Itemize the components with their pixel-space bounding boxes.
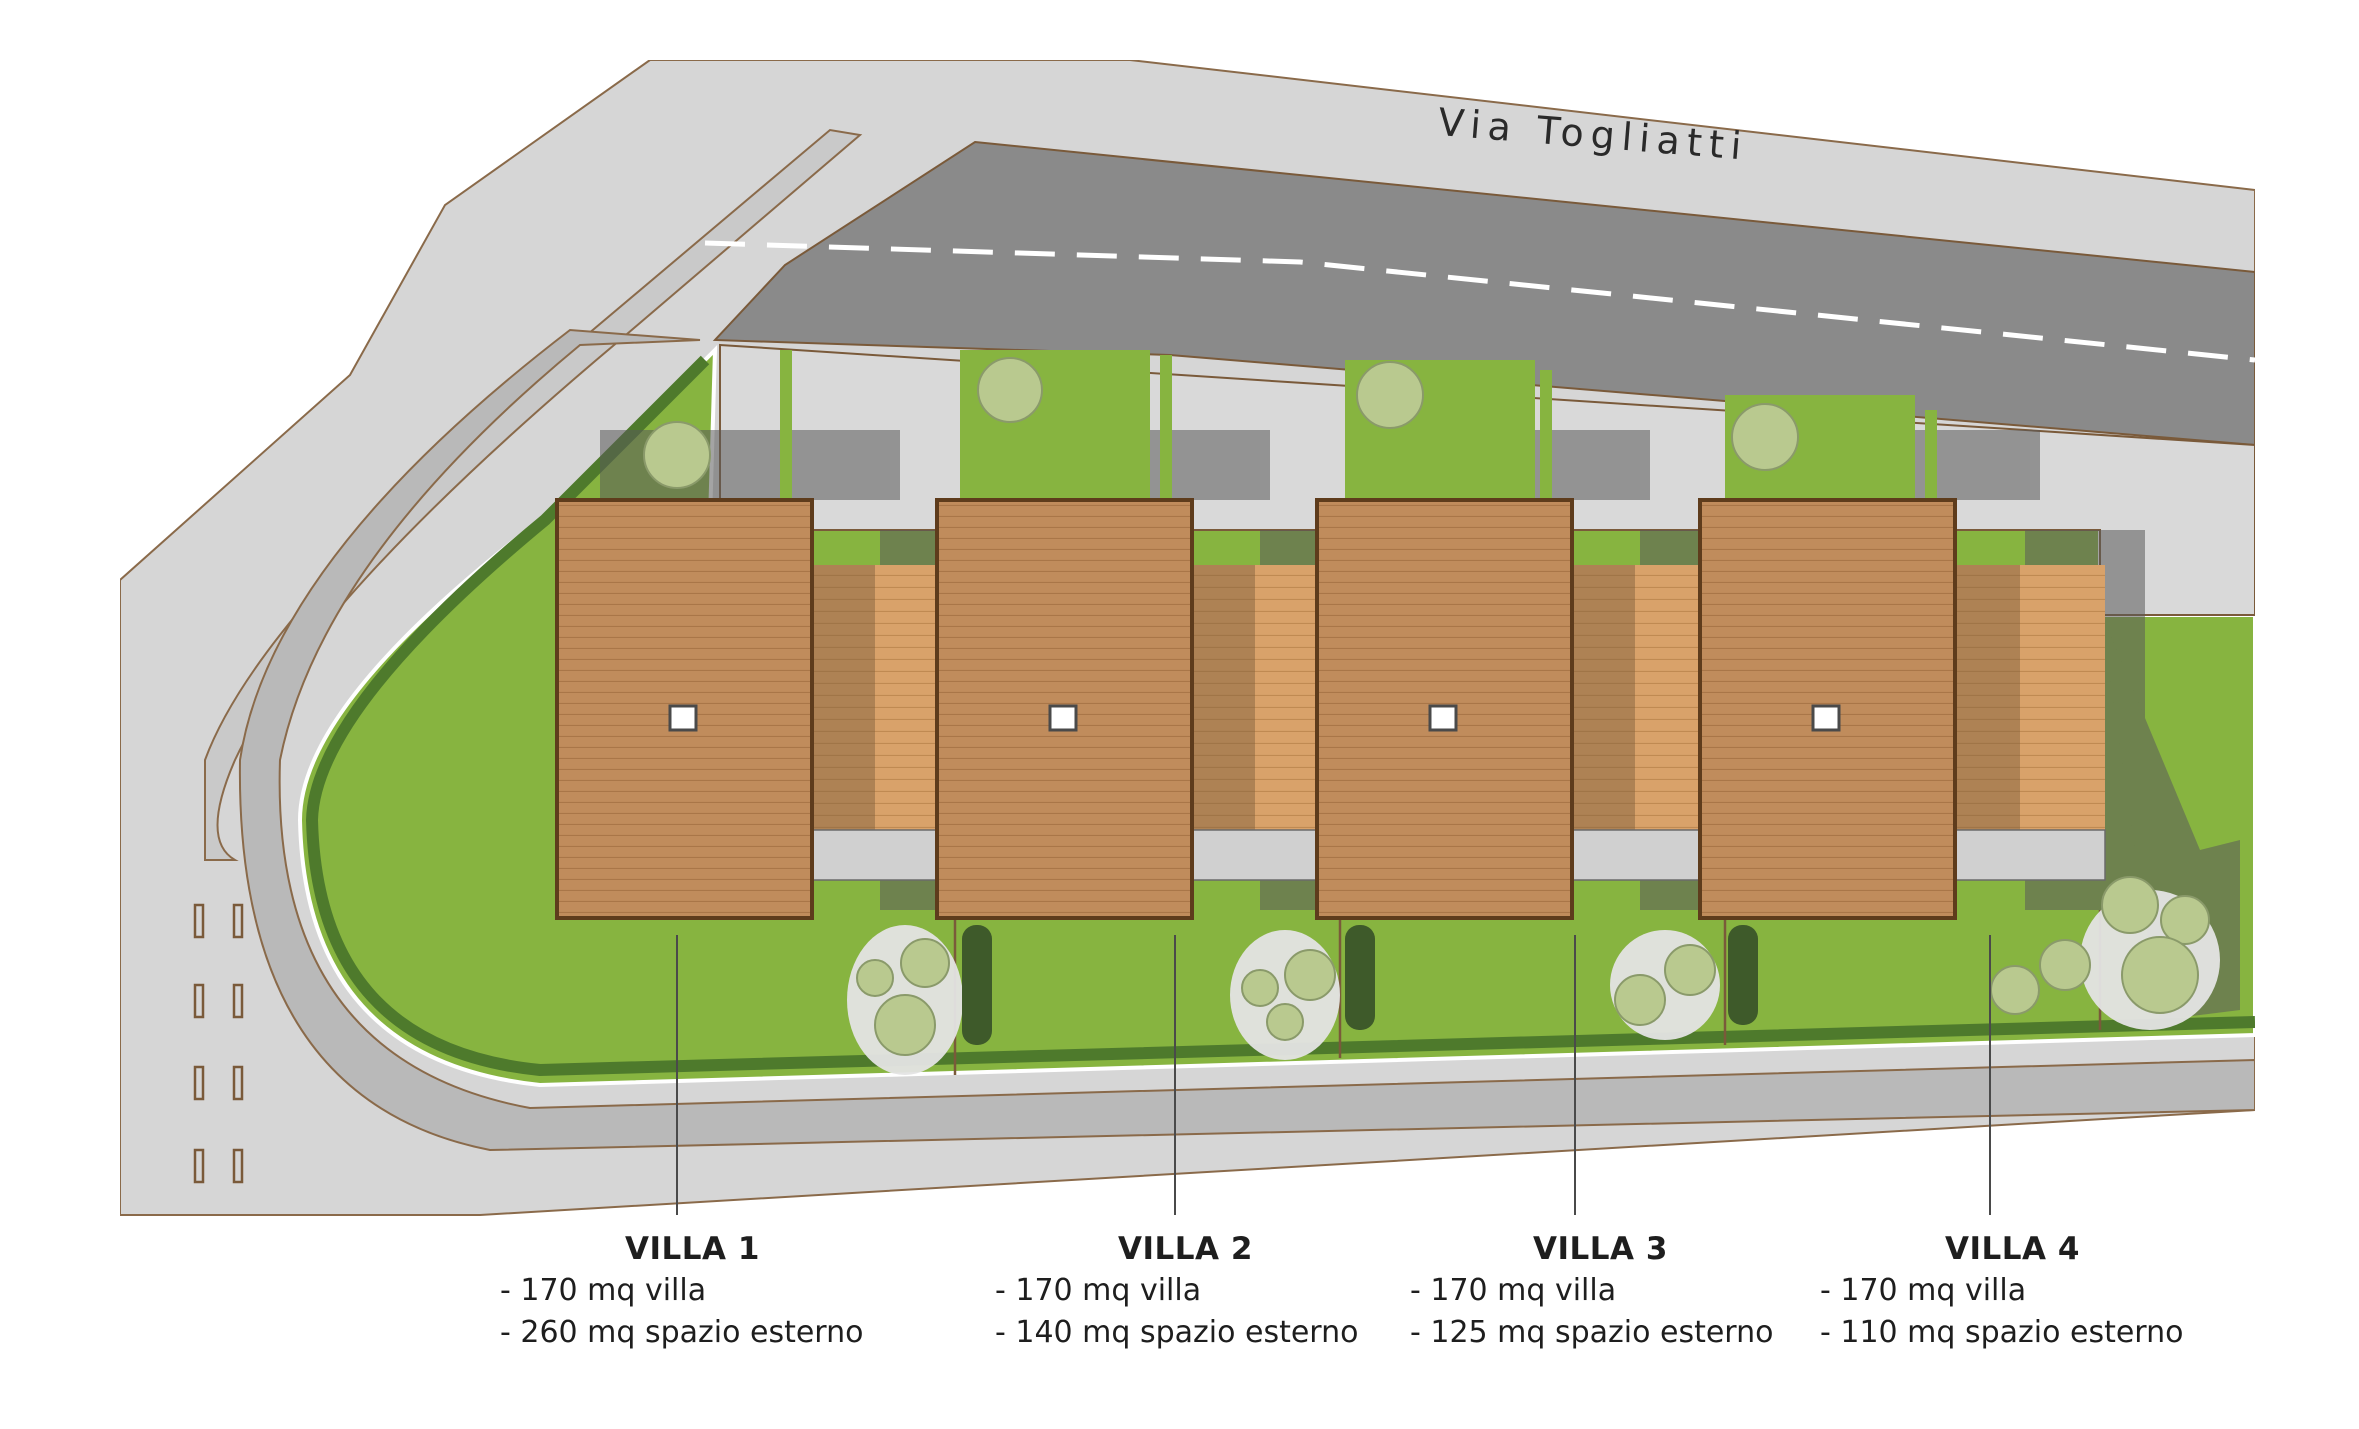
villa-1-title: VILLA 1	[625, 1231, 760, 1267]
villa-2-outdoor-area: - 140 mq spazio esterno	[995, 1315, 1359, 1350]
front-gardens	[780, 350, 1937, 500]
parking-marks	[193, 903, 244, 1184]
trees	[643, 357, 2210, 1056]
decks	[810, 565, 2105, 830]
villa-roofs	[555, 498, 1957, 920]
villa-3-outdoor-area: - 125 mq spazio esterno	[1410, 1315, 1774, 1350]
inner-sidewalk	[238, 328, 2255, 1152]
villa-4-area: - 170 mq villa	[1820, 1273, 2027, 1308]
villa-3-title: VILLA 3	[1533, 1231, 1668, 1267]
villa-1-label: VILLA 1 - 170 mq villa - 260 mq spazio e…	[500, 1228, 920, 1354]
label-leader-lines	[676, 935, 1991, 1215]
road-lane-marking	[704, 240, 2255, 363]
villa-2-area: - 170 mq villa	[995, 1273, 1202, 1308]
villa-4-label: VILLA 4 - 170 mq villa - 110 mq spazio e…	[1820, 1228, 2240, 1354]
hedge	[305, 355, 2255, 1077]
villa-1-outdoor-area: - 260 mq spazio esterno	[500, 1315, 864, 1350]
villa-2-label: VILLA 2 - 170 mq villa - 140 mq spazio e…	[995, 1228, 1415, 1354]
shrubs	[962, 925, 1758, 1045]
villa-2-title: VILLA 2	[1118, 1231, 1253, 1267]
villa-4-outdoor-area: - 110 mq spazio esterno	[1820, 1315, 2184, 1350]
villa-4-title: VILLA 4	[1945, 1231, 2080, 1267]
villa-3-label: VILLA 3 - 170 mq villa - 125 mq spazio e…	[1410, 1228, 1830, 1354]
steps	[809, 829, 2106, 881]
villa-1-area: - 170 mq villa	[500, 1273, 707, 1308]
villa-3-area: - 170 mq villa	[1410, 1273, 1617, 1308]
